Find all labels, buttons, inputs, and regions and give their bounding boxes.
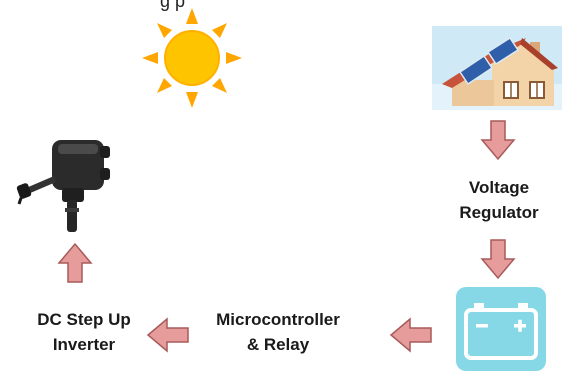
arrow-left-1: [390, 318, 432, 352]
sun-icon: [142, 8, 242, 108]
water-pump-icon: [12, 136, 122, 236]
node-dc-step-up-inverter: DC Step Up Inverter: [14, 307, 154, 357]
node-voltage-regulator: Voltage Regulator: [440, 175, 558, 225]
arrow-up-1: [58, 243, 92, 283]
house-solar-icon: [432, 22, 562, 110]
battery-icon: [456, 287, 546, 371]
node-microcontroller-relay: Microcontroller & Relay: [198, 307, 358, 357]
arrow-down-2: [481, 239, 515, 279]
arrow-down-1: [481, 120, 515, 160]
